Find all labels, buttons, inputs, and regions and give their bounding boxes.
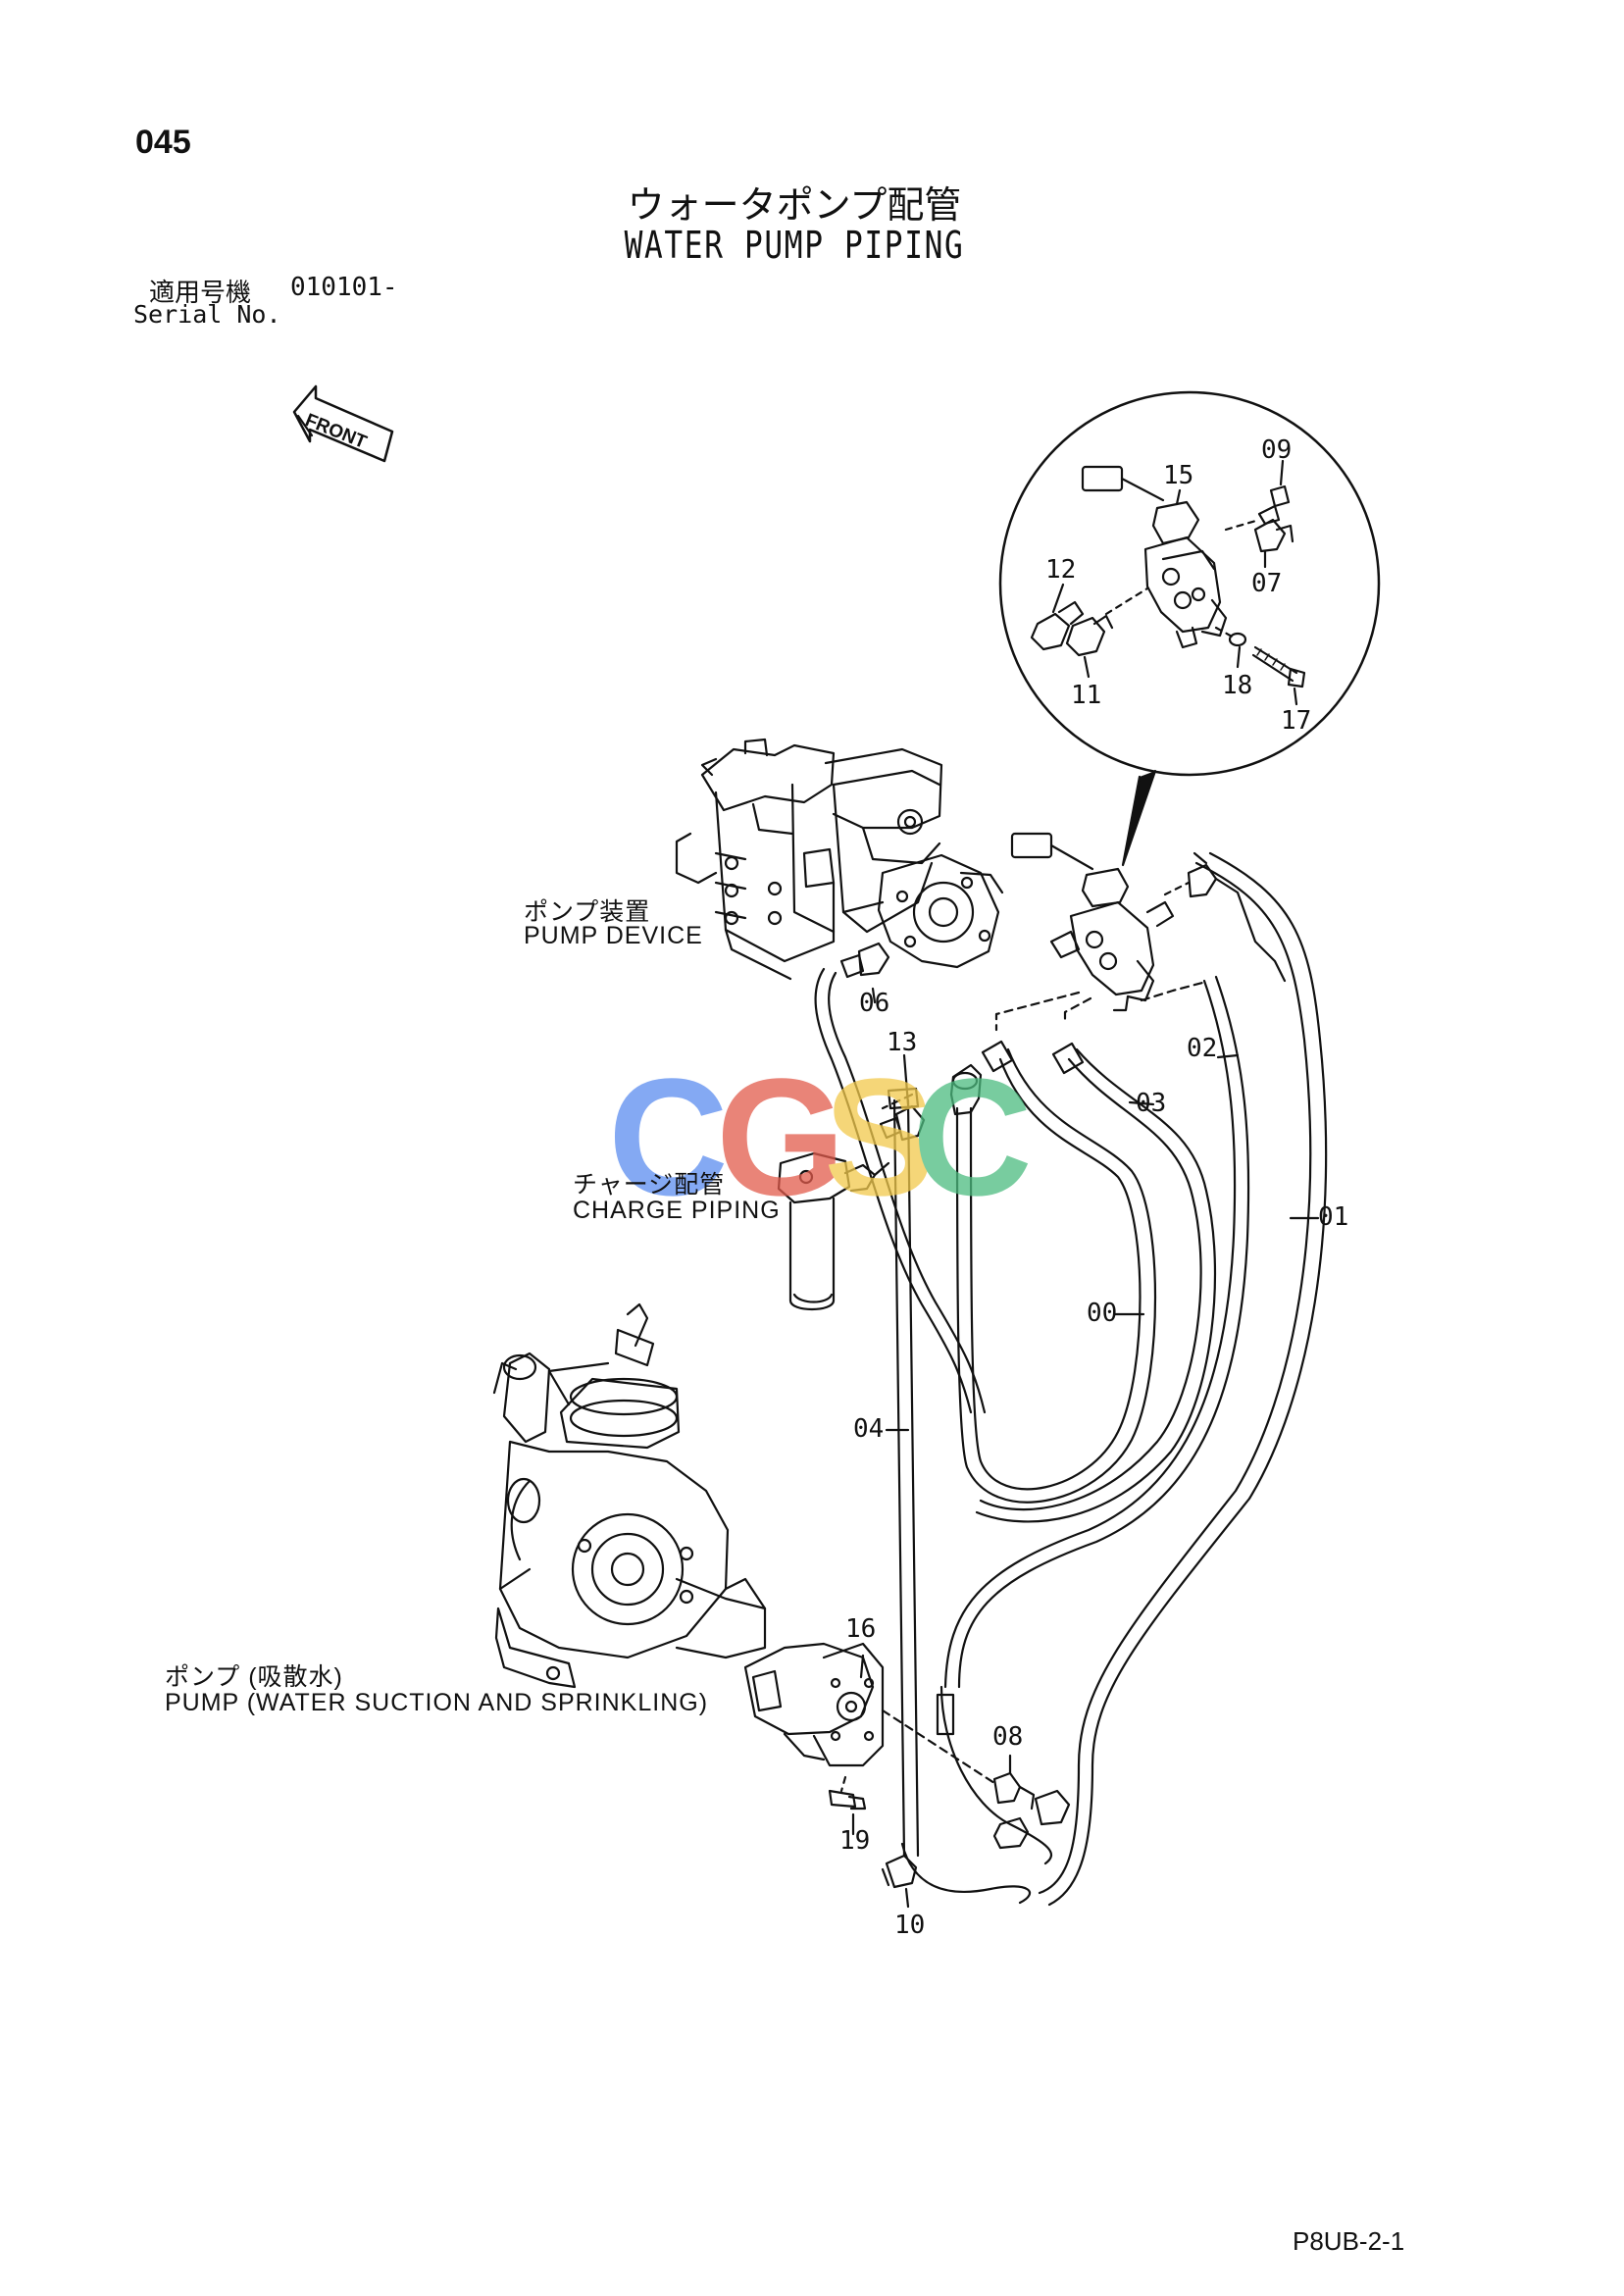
hydraulic-motor-16 <box>743 1642 885 1767</box>
fitting-08 <box>992 1771 1071 1850</box>
control-valve <box>1010 832 1287 1012</box>
watermark-letter-3: S <box>824 1045 935 1231</box>
callout-07: 07 <box>1251 569 1283 598</box>
bolt-19 <box>828 1789 867 1811</box>
serial-label-en: Serial No. <box>133 300 281 329</box>
callout-02: 02 <box>1187 1034 1218 1063</box>
pump-label-en: PUMP (WATER SUCTION AND SPRINKLING) <box>165 1689 709 1716</box>
page-number: 045 <box>135 124 191 161</box>
footer-page-code: P8UB-2-1 <box>1293 2226 1405 2256</box>
hose-lower-loop <box>900 1685 1052 1905</box>
watermark-letter-4: C <box>912 1045 1033 1231</box>
pump-label-jp: ポンプ (吸散水) <box>165 1663 343 1691</box>
detail-valve-block <box>1030 459 1306 706</box>
callout-01: 01 <box>1318 1202 1349 1232</box>
detail-view-circle <box>998 390 1381 867</box>
watermark-letter-2: G <box>716 1045 845 1231</box>
callout-00: 00 <box>1087 1299 1118 1328</box>
callout-13: 13 <box>887 1028 918 1057</box>
fitting-10 <box>881 1854 918 1889</box>
callout-16: 16 <box>845 1614 877 1644</box>
hose-pump-device-line <box>814 967 987 1414</box>
callout-03: 03 <box>1136 1089 1167 1118</box>
watermark-letter-1: C <box>608 1045 729 1231</box>
callout-12: 12 <box>1045 555 1077 585</box>
page-title-jp: ウォータポンプ配管 <box>627 183 962 227</box>
callout-15: 15 <box>1163 461 1194 490</box>
hose-01 <box>1038 851 1328 1907</box>
charge-piping-filter <box>777 1151 890 1310</box>
fitting-13 <box>879 1104 926 1142</box>
serial-label-jp: 適用号機 <box>149 279 252 308</box>
callout-19: 19 <box>839 1826 871 1856</box>
callout-04: 04 <box>853 1414 885 1444</box>
callout-17: 17 <box>1281 706 1312 736</box>
elbow-fitting <box>949 1063 983 1116</box>
callout-08: 08 <box>992 1722 1024 1752</box>
charge-piping-label-en: CHARGE PIPING <box>573 1197 781 1224</box>
charge-piping-label-jp: チャージ配管 <box>573 1171 726 1199</box>
callout-09: 09 <box>1261 435 1293 465</box>
serial-value: 010101- <box>290 273 398 302</box>
callout-18: 18 <box>1222 671 1253 700</box>
callout-10: 10 <box>894 1911 926 1940</box>
hose-02 <box>943 975 1250 1689</box>
callout-11: 11 <box>1071 681 1102 710</box>
page-title-en: WATER PUMP PIPING <box>624 224 965 267</box>
water-pump <box>492 1302 767 1689</box>
pump-device <box>675 738 1004 981</box>
hose-03 <box>975 1042 1217 1523</box>
pump-device-label-en: PUMP DEVICE <box>524 922 703 949</box>
watermark: C G S C <box>608 1045 1033 1231</box>
front-arrow-icon <box>292 384 394 463</box>
callout-06: 06 <box>859 989 890 1018</box>
pump-device-label-jp: ポンプ装置 <box>524 898 651 926</box>
